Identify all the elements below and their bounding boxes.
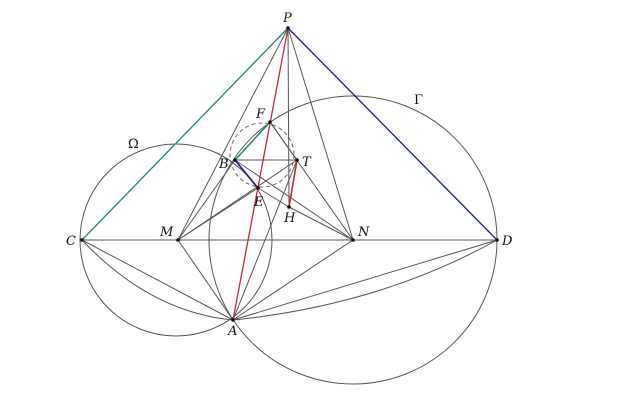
segment-PD <box>287 27 498 241</box>
label-F: F <box>255 107 266 122</box>
point-E <box>256 186 260 190</box>
segment-PN <box>287 27 354 241</box>
segment-PH <box>287 27 290 208</box>
segment-TH <box>288 159 298 208</box>
segment-BF <box>234 121 271 161</box>
label-D: D <box>501 234 513 249</box>
label-B: B <box>218 157 229 172</box>
label-N: N <box>357 225 370 240</box>
label-E: E <box>253 195 264 210</box>
segment-AC <box>81 239 234 321</box>
segment-PA <box>232 27 289 321</box>
segment-ME <box>177 187 259 241</box>
label-gamma: Γ <box>414 93 423 108</box>
label-M: M <box>159 225 174 240</box>
label-H: H <box>283 211 296 226</box>
segment-AT <box>232 159 298 321</box>
segment-AN <box>232 239 354 321</box>
point-N <box>351 238 355 242</box>
segment-EH <box>257 187 290 208</box>
points <box>80 26 499 322</box>
label-A: A <box>227 324 237 339</box>
segment-NB <box>234 159 354 241</box>
label-C: C <box>66 234 76 249</box>
segment-AM <box>177 239 234 321</box>
point-P <box>286 26 290 30</box>
point-C <box>80 238 84 242</box>
segment-PC <box>81 27 289 241</box>
point-M <box>176 238 180 242</box>
point-H <box>287 205 291 209</box>
arc-AD <box>232 239 498 321</box>
label-T: T <box>302 155 312 170</box>
point-F <box>268 120 272 124</box>
point-B <box>233 158 237 162</box>
segment-BE <box>234 159 259 189</box>
label-P: P <box>282 11 292 26</box>
segment-NH <box>288 206 354 241</box>
segment-MB <box>177 159 236 241</box>
segment-AD <box>232 239 498 321</box>
arc-CA <box>81 239 234 321</box>
label-omega: Ω <box>128 137 139 152</box>
segment-FT <box>269 121 298 161</box>
point-D <box>495 238 499 242</box>
point-T <box>295 158 299 162</box>
point-A <box>231 318 235 322</box>
segment-PM <box>177 27 289 241</box>
